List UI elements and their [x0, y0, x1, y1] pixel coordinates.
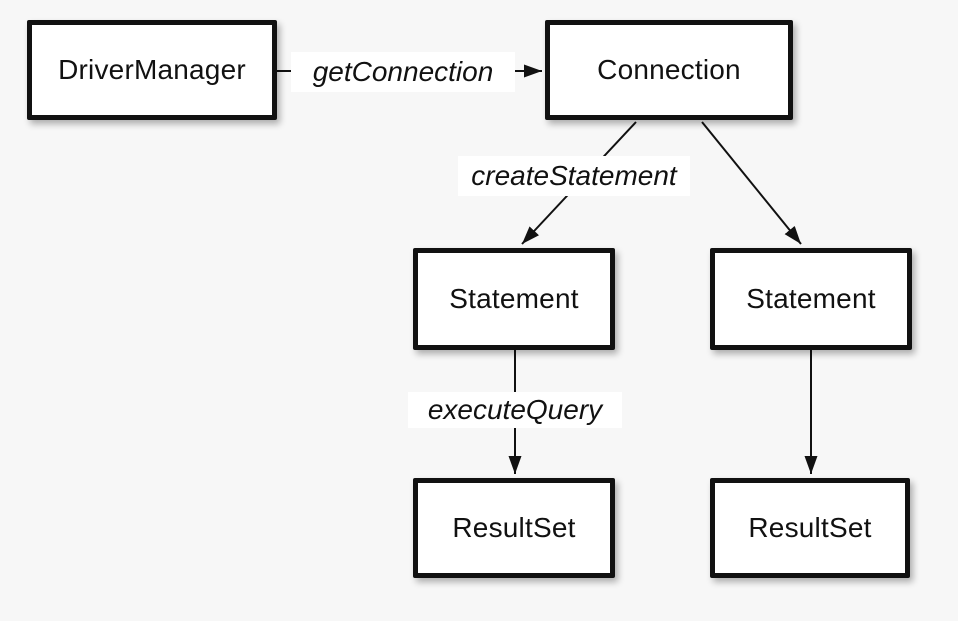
- node-resultset-left-label: ResultSet: [452, 512, 576, 543]
- node-statement-left: Statement: [413, 248, 615, 350]
- node-resultset-right-label: ResultSet: [748, 512, 872, 543]
- edge-label-getconnection: getConnection: [291, 52, 515, 92]
- node-connection: Connection: [545, 20, 793, 120]
- node-resultset-left: ResultSet: [413, 478, 615, 578]
- edge-label-executequery: executeQuery: [408, 392, 622, 428]
- node-drivermanager-label: DriverManager: [58, 54, 246, 85]
- node-statement-left-label: Statement: [449, 283, 579, 314]
- node-resultset-right: ResultSet: [710, 478, 910, 578]
- edge-connection-to-statement-right: [701, 121, 802, 245]
- node-drivermanager: DriverManager: [27, 20, 277, 120]
- edge-label-createstatement: createStatement: [458, 156, 690, 196]
- node-connection-label: Connection: [597, 54, 741, 85]
- node-statement-right: Statement: [710, 248, 912, 350]
- node-statement-right-label: Statement: [746, 283, 876, 314]
